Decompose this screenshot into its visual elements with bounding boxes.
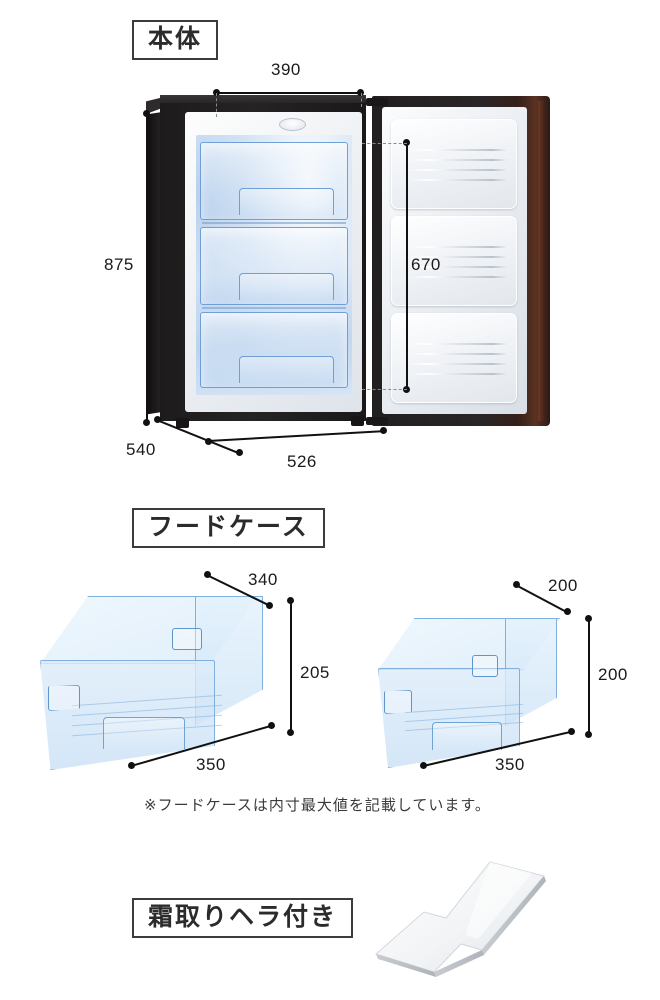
dimension-dot [204,571,211,578]
dimension-guide [362,389,407,390]
dimension-line-width-total [208,430,384,442]
interior-drawer-bottom [200,312,348,388]
dimension-dot [236,449,243,456]
dimension-guide [216,93,217,117]
dimension-dot [205,438,212,445]
dimension-dot [128,762,135,769]
door-recess-panel-bottom [391,313,517,403]
dimension-dot [357,89,364,96]
dimension-dot [287,597,294,604]
dimension-label-depth: 540 [126,440,156,459]
dimension-label-large-width: 350 [196,755,226,774]
dimension-dot [380,427,387,434]
door-recess-panel-middle [391,216,517,306]
dimension-dot [213,89,220,96]
dimension-label-width-top: 390 [271,60,301,79]
large-case-rear-clip [172,628,202,650]
dimension-label-door-inner-height: 670 [411,255,441,274]
defrost-scraper-icon [374,861,546,977]
dimension-dot [564,608,571,615]
dimension-line-small-height [588,618,590,734]
dimension-label-small-depth: 200 [548,576,578,595]
foodcase-note: ※フードケースは内寸最大値を記載しています。 [144,796,491,814]
section-heading-scraper: 霜取りヘラ付き [132,898,354,938]
dimension-dot [268,722,275,729]
dimension-dot [403,139,410,146]
dimension-dot [585,731,592,738]
large-case-handle [48,685,80,711]
dimension-line-height [146,113,148,423]
interior-shelf-divider [202,307,346,309]
door-hinge-bottom [366,417,388,425]
dimension-dot [287,729,294,736]
door-hinge-top [366,98,388,106]
dimension-dot [568,728,575,735]
dimension-line-large-height [290,600,292,732]
scraper-illustration [0,840,660,1000]
dimension-dot [585,615,592,622]
interior-drawer-middle [200,227,348,305]
freezer-illustration: 390 875 670 540 526 [104,60,550,471]
dimension-label-width-total: 526 [287,452,317,471]
dimension-label-small-height: 200 [598,665,628,684]
large-case-front-face [40,660,215,770]
brand-logo-badge [279,118,306,131]
freezer-cavity [196,135,352,395]
dimension-line-depth [156,419,239,454]
door-inner-panel [382,107,527,414]
dimension-line-door-inner-height [406,142,408,389]
dimension-label-large-height: 205 [300,663,330,682]
door-edge-trim [538,101,545,421]
door-recess-panel-top [391,119,517,209]
small-case-handle [384,690,412,714]
dimension-dot [420,762,427,769]
dimension-dot [513,581,520,588]
large-case-front-notch [103,717,185,749]
foodcase-illustration: 340 205 350 200 200 [0,500,660,840]
dimension-label-height: 875 [104,255,134,274]
dimension-guide [362,143,407,144]
dimension-dot [143,110,150,117]
interior-shelf-divider [202,222,346,224]
interior-drawer-top [200,142,348,220]
dimension-guide [361,93,362,107]
section-heading-body: 本体 [132,20,219,60]
dimension-dot [143,419,150,426]
cabinet-foot-left [176,418,189,428]
dimension-dot [154,416,161,423]
dimension-dot [266,602,273,609]
small-case-rear-clip [472,655,498,677]
small-case-front-notch [432,722,502,750]
dimension-label-small-width: 350 [495,755,525,774]
section-heading-foodcase: フードケース [132,508,325,548]
cabinet-foot-right [351,416,364,426]
dimension-line-width-top [216,92,361,94]
dimension-label-large-depth: 340 [248,570,278,589]
